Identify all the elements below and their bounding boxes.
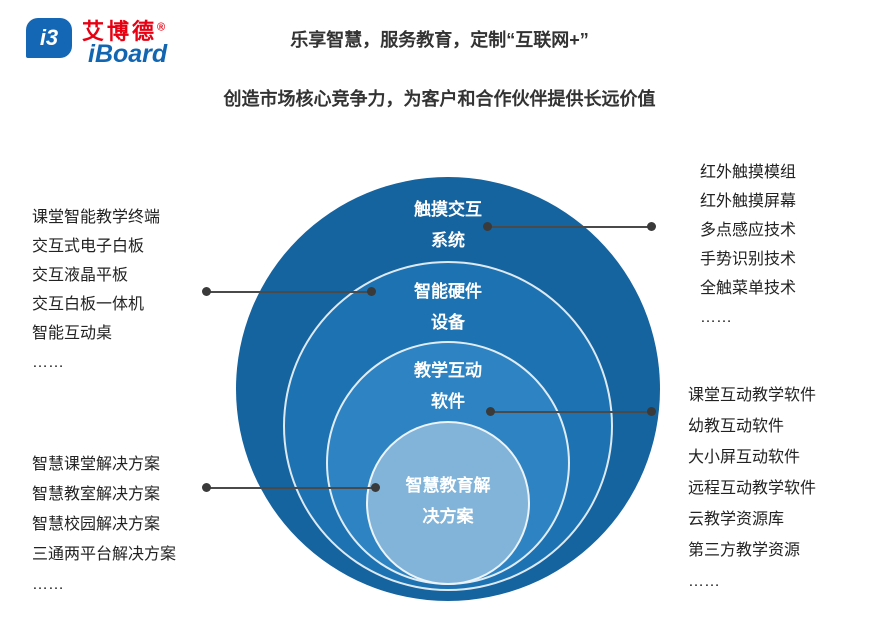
brand-name-chinese: 艾博德®: [82, 14, 165, 46]
connector-right-top-to-touch-ring: [483, 222, 656, 231]
ring-label-teaching-interactive-software: 教学互动 软件: [348, 355, 548, 417]
connector-dot: [647, 222, 656, 231]
connector-left-bottom-to-solutions-ring: [202, 483, 380, 492]
list-item: ……: [700, 309, 732, 326]
list-item: 远程互动教学软件: [688, 480, 817, 497]
list-item: ……: [32, 576, 64, 593]
connector-dot: [647, 407, 656, 416]
list-item: 智慧课堂解决方案: [32, 456, 161, 473]
brand-name-english: iBoard: [88, 40, 168, 68]
ring-label-line: 智能硬件: [414, 282, 482, 301]
headline-line-2: 创造市场核心竞争力，为客户和合作伙伴提供长远价值: [223, 89, 656, 109]
registered-trademark-mark: ®: [157, 21, 166, 34]
ring-label-line: 决方案: [422, 507, 474, 526]
list-item: 交互液晶平板: [32, 267, 129, 284]
list-item: ……: [688, 573, 720, 590]
headline-line-1: 乐享智慧，服务教育，定制“互联网+”: [290, 30, 589, 50]
list-interactive-software: 课堂互动教学软件 幼教互动软件 大小屏互动软件 远程互动教学软件 云教学资源库 …: [688, 380, 816, 597]
iboard-logo-icon: i3: [26, 18, 72, 58]
list-item: 红外触摸屏幕: [700, 193, 797, 210]
connector-left-top-to-hardware-ring: [202, 287, 376, 296]
list-item: 智慧校园解决方案: [32, 516, 161, 533]
list-item: 课堂互动教学软件: [688, 387, 817, 404]
list-item: 智能互动桌: [32, 325, 113, 342]
list-touch-technologies: 红外触摸模组 红外触摸屏幕 多点感应技术 手势识别技术 全触菜单技术 ……: [700, 158, 796, 332]
list-item: 全触菜单技术: [700, 280, 797, 297]
ring-label-line: 智慧教育解: [405, 476, 491, 495]
ring-label-line: 软件: [431, 392, 465, 411]
list-item: 红外触摸模组: [700, 164, 797, 181]
iboard-logo: i3 艾博德® iBoard: [26, 14, 186, 76]
brand-name-chinese-text: 艾博德: [82, 19, 158, 44]
list-item: 手势识别技术: [700, 251, 797, 268]
list-education-solutions: 智慧课堂解决方案 智慧教室解决方案 智慧校园解决方案 三通两平台解决方案 ……: [32, 450, 176, 600]
connector-dot: [483, 222, 492, 231]
connector-dot: [486, 407, 495, 416]
list-item: 多点感应技术: [700, 222, 797, 239]
ring-label-smart-education-solutions: 智慧教育解 决方案: [348, 470, 548, 532]
ring-label-touch-interaction-system: 触摸交互 系统: [348, 194, 548, 256]
list-item: 大小屏互动软件: [688, 449, 801, 466]
list-item: 幼教互动软件: [688, 418, 785, 435]
ring-label-line: 教学互动: [414, 361, 482, 380]
list-item: ……: [32, 354, 64, 371]
connector-dot: [371, 483, 380, 492]
ring-label-line: 触摸交互: [414, 200, 482, 219]
list-item: 课堂智能教学终端: [32, 209, 161, 226]
list-item: 云教学资源库: [688, 511, 785, 528]
list-item: 智慧教室解决方案: [32, 486, 161, 503]
list-item: 交互式电子白板: [32, 238, 145, 255]
list-item: 三通两平台解决方案: [32, 546, 177, 563]
connector-dot: [202, 483, 211, 492]
connector-dot: [202, 287, 211, 296]
list-item: 第三方教学资源: [688, 542, 801, 559]
ring-smart-education-solutions: [366, 421, 530, 585]
connector-dot: [367, 287, 376, 296]
list-item: 交互白板一体机: [32, 296, 145, 313]
list-hardware-products: 课堂智能教学终端 交互式电子白板 交互液晶平板 交互白板一体机 智能互动桌 ……: [32, 203, 160, 377]
ring-label-smart-hardware-devices: 智能硬件 设备: [348, 276, 548, 338]
ring-label-line: 系统: [431, 231, 465, 250]
ring-label-line: 设备: [431, 313, 465, 332]
connector-right-bottom-to-software-ring: [486, 407, 656, 416]
